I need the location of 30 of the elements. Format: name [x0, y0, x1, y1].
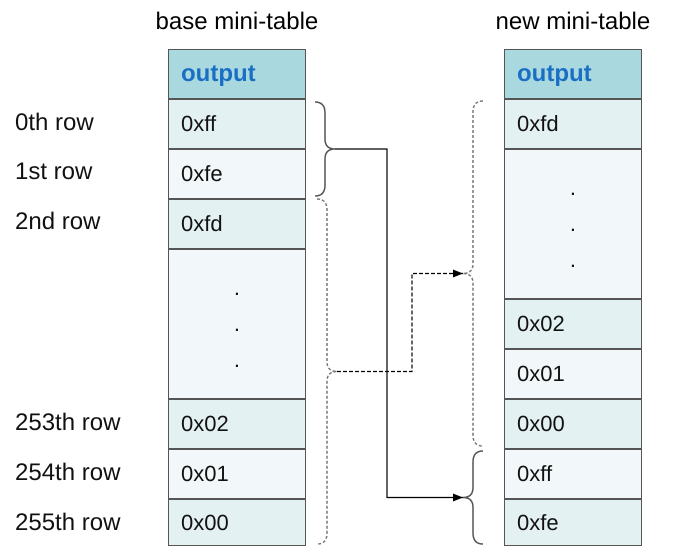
arrow [337, 270, 463, 372]
curly-brace [315, 101, 335, 197]
column-header: output [168, 49, 306, 99]
table-cell: 0x00 [168, 499, 306, 546]
table-cell: 0xfe [504, 499, 642, 546]
table-cell: 0x00 [504, 399, 642, 449]
arrow [335, 148, 463, 502]
column-header: output [504, 49, 642, 99]
table-cell: 0x02 [168, 399, 306, 449]
row-label: 254th row [15, 459, 120, 487]
ellipsis-cell: . . . [168, 249, 306, 399]
table-cell: 0x01 [504, 349, 642, 399]
table-cell: 0xfd [168, 199, 306, 249]
table-title: new mini-table [496, 8, 650, 36]
curly-brace [463, 450, 483, 545]
table-cell: 0x01 [168, 449, 306, 499]
table-title: base mini-table [156, 8, 318, 36]
table-cell: 0x02 [504, 299, 642, 349]
table-cell: 0xfe [168, 149, 306, 199]
ellipsis-cell: . . . [504, 149, 642, 299]
row-label: 253th row [15, 409, 120, 437]
curly-brace [463, 100, 483, 447]
table-cell: 0xff [504, 449, 642, 499]
row-label: 1st row [15, 158, 92, 186]
row-label: 255th row [15, 509, 120, 537]
row-label: 0th row [15, 109, 94, 137]
table-cell: 0xff [168, 99, 306, 149]
table-cell: 0xfd [504, 99, 642, 149]
curly-brace [317, 198, 337, 545]
row-label: 2nd row [15, 208, 100, 236]
